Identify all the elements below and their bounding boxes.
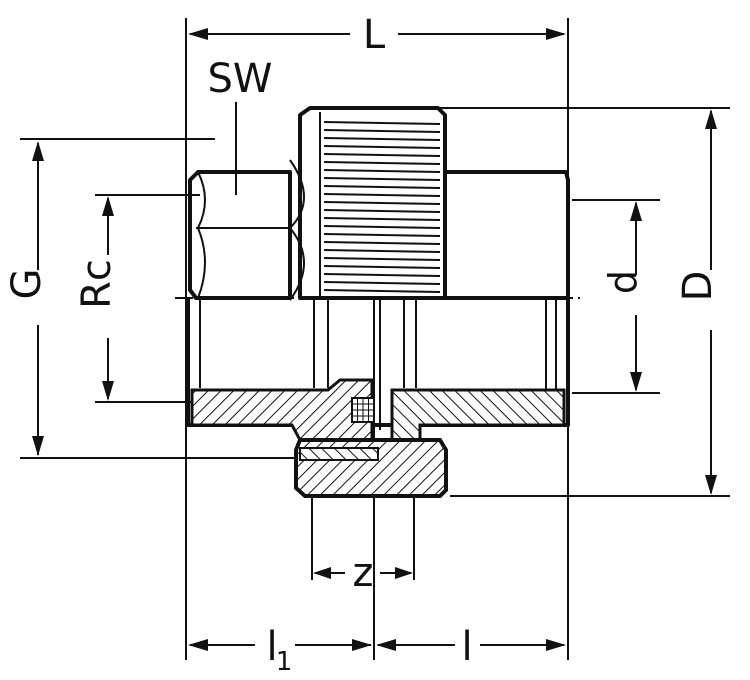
dimension-G xyxy=(32,141,44,456)
dimension-z xyxy=(313,567,413,579)
label-z: z xyxy=(353,550,374,596)
extension-lines xyxy=(20,18,730,660)
dimension-l1 xyxy=(188,639,372,651)
label-SW: SW xyxy=(208,56,273,102)
label-L: L xyxy=(363,12,386,58)
dimension-D xyxy=(705,109,717,495)
label-l1-subscript: 1 xyxy=(276,647,293,677)
label-G: G xyxy=(4,269,50,300)
fitting-exterior xyxy=(188,106,570,301)
dimension-L xyxy=(188,28,566,40)
label-l: l xyxy=(461,624,472,670)
label-Rc: Rc xyxy=(74,259,120,309)
fitting-section xyxy=(186,298,570,498)
nut-knurling xyxy=(323,121,441,293)
dimension-Rc xyxy=(102,196,114,401)
label-l1: l xyxy=(266,624,277,670)
label-D: D xyxy=(675,271,721,302)
dimension-l xyxy=(376,639,566,651)
dimension-d xyxy=(630,201,642,392)
label-d: d xyxy=(601,270,645,294)
